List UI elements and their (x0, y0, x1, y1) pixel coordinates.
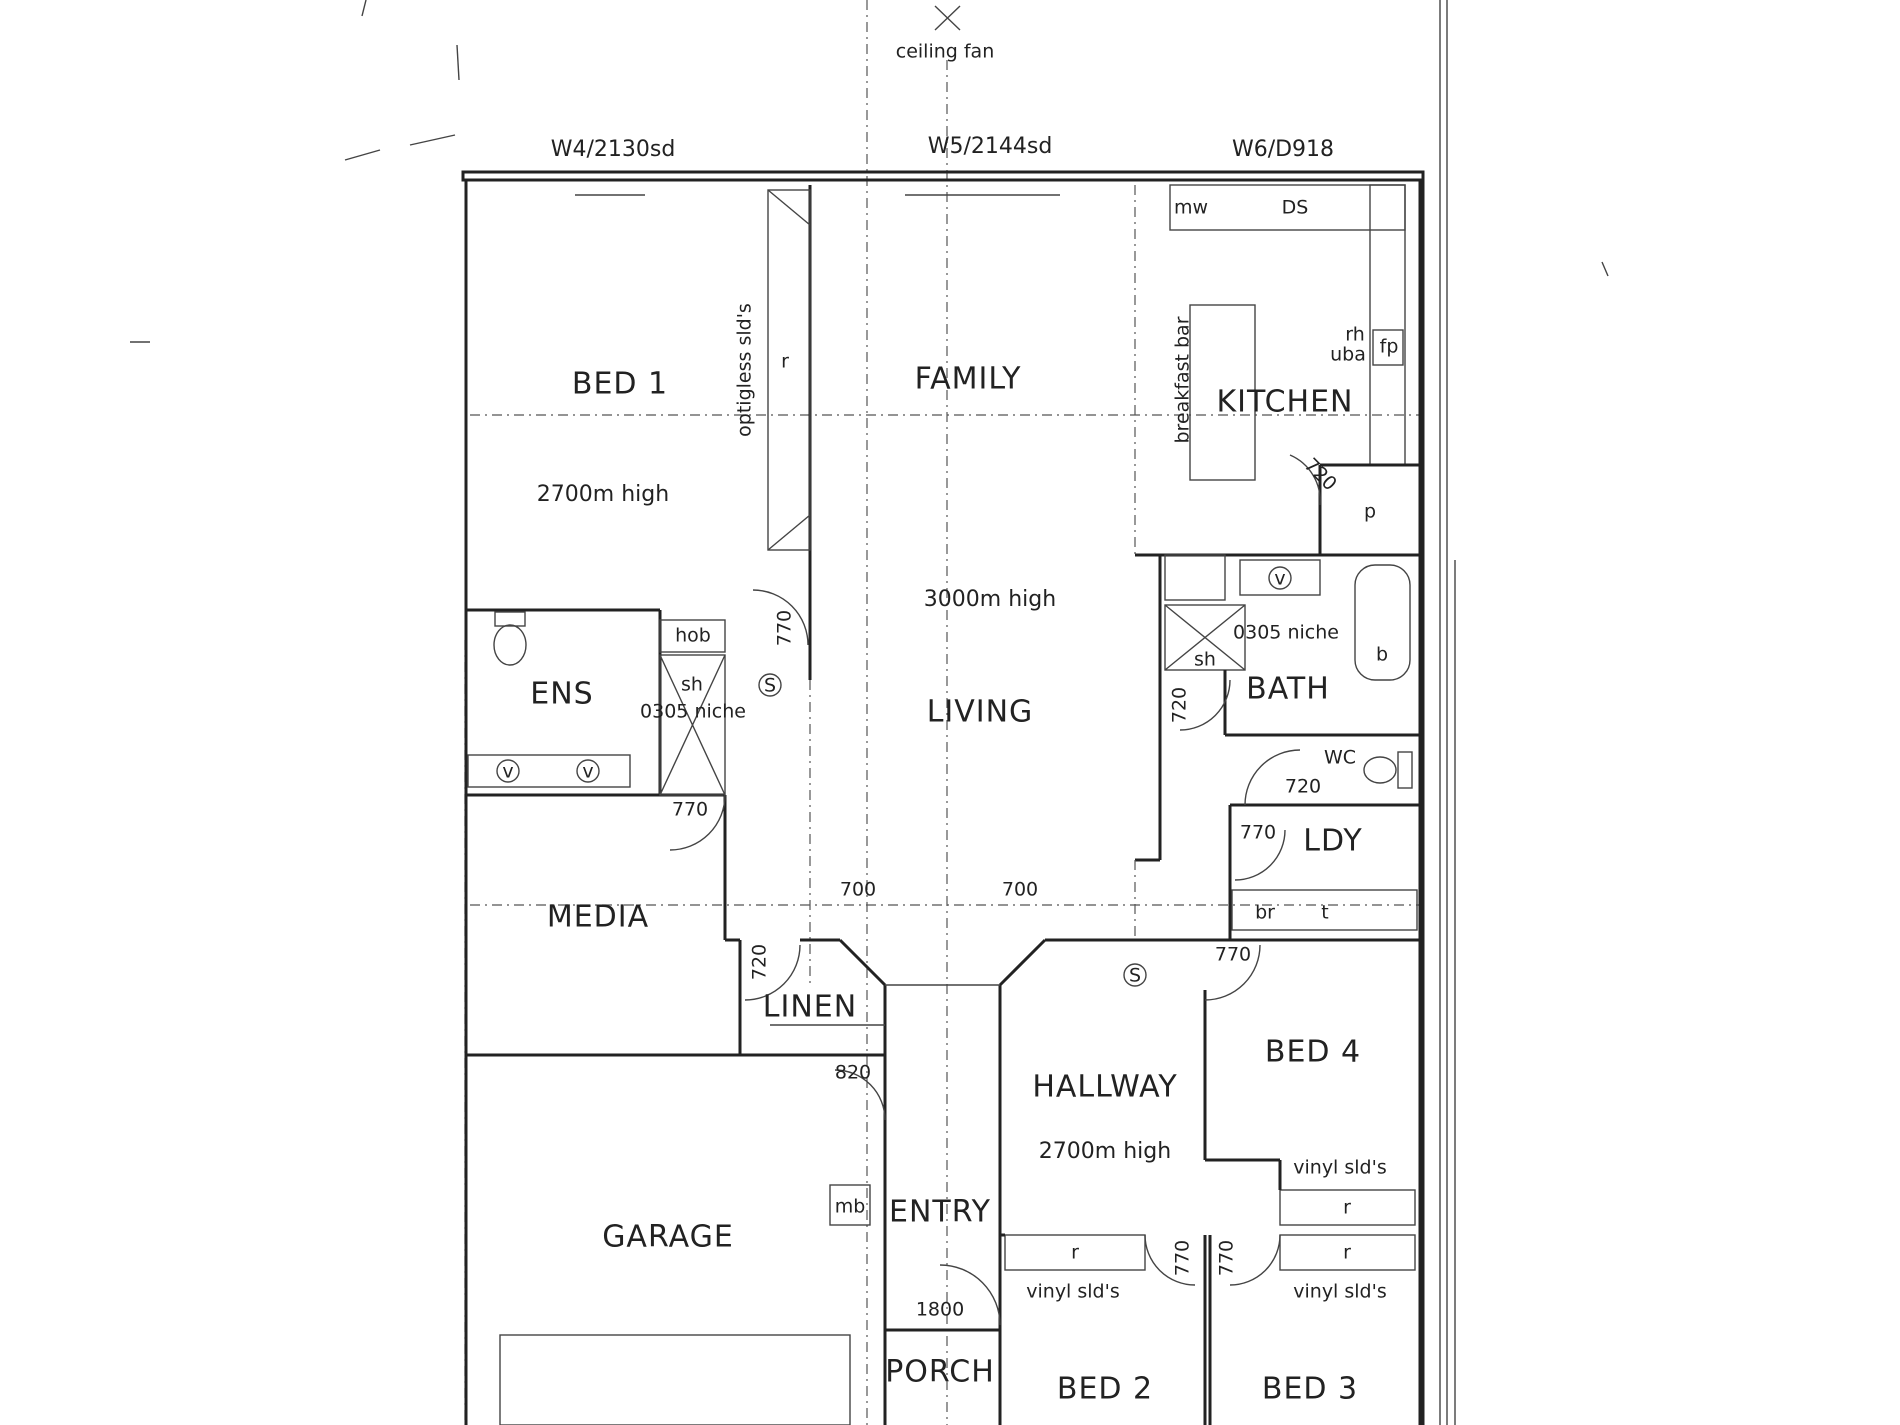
door-720-kitchen: 720 (1300, 454, 1341, 495)
ens-niche-label: 0305 niche (640, 701, 746, 723)
microwave-label: mw (1174, 197, 1208, 219)
room-porch: PORCH (885, 1355, 995, 1390)
room-media: MEDIA (547, 900, 649, 935)
smoke-detector-1: S (764, 675, 776, 697)
room-garage: GARAGE (602, 1220, 734, 1255)
living-ceiling-height: 3000m high (924, 587, 1056, 612)
door-770-bed1: 770 (774, 610, 796, 646)
smoke-detector-2: S (1129, 965, 1141, 987)
room-linen: LINEN (763, 990, 857, 1025)
room-wc: WC (1324, 747, 1356, 769)
vanity-basin-1: v (502, 761, 513, 783)
bath-tub-label: b (1376, 644, 1388, 666)
meter-box-label: mb (835, 1196, 866, 1218)
door-swings (669, 454, 1321, 1326)
bed4-vinyl-slds: vinyl sld's (1293, 1157, 1387, 1179)
ens-shower-label: sh (681, 674, 703, 696)
fridge-label: fp (1380, 336, 1399, 358)
window-w6-label: W6/D918 (1232, 137, 1334, 162)
door-720-linen: 720 (749, 944, 771, 980)
room-entry: ENTRY (889, 1195, 991, 1230)
bed1-robe-label: r (781, 351, 789, 373)
room-bed4: BED 4 (1265, 1035, 1361, 1070)
optigless-label: optigless sld's (734, 303, 756, 437)
door-770-ens: 770 (672, 799, 708, 821)
door-700-a: 700 (840, 879, 876, 901)
vanity-basin-2: v (582, 761, 593, 783)
door-720-wc: 720 (1285, 776, 1321, 798)
ceiling-fan-icon (934, 5, 961, 31)
door-770-bed2: 770 (1172, 1240, 1194, 1276)
interior-walls (466, 184, 1420, 1425)
window-w5-label: W5/2144sd (928, 134, 1053, 159)
bath-niche-label: 0305 niche (1233, 622, 1339, 644)
room-ldy: LDY (1303, 824, 1363, 859)
bed3-vinyl-slds: vinyl sld's (1293, 1281, 1387, 1303)
laundry-tub-label: t (1321, 902, 1328, 924)
door-700-b: 700 (1002, 879, 1038, 901)
oven-label: uba (1330, 344, 1366, 366)
door-1800: 1800 (916, 1299, 964, 1321)
room-kitchen: KITCHEN (1217, 385, 1354, 420)
pantry-label: p (1364, 501, 1376, 523)
hob-label: hob (675, 625, 711, 647)
construction-lines (130, 0, 1609, 1425)
room-hallway: HALLWAY (1032, 1070, 1177, 1105)
door-820: 820 (835, 1062, 871, 1084)
room-bed1: BED 1 (572, 367, 668, 402)
bed4-robe-label: r (1343, 1197, 1351, 1219)
hallway-ceiling-height: 2700m high (1039, 1139, 1171, 1164)
dishwasher-label: DS (1282, 197, 1309, 219)
bed2-robe-label: r (1071, 1242, 1079, 1264)
ceiling-fan-label: ceiling fan (896, 41, 995, 63)
door-770-bed3: 770 (1216, 1240, 1238, 1276)
bed2-vinyl-slds: vinyl sld's (1026, 1281, 1120, 1303)
bath-vanity-basin: v (1274, 568, 1285, 590)
room-bed3: BED 3 (1262, 1372, 1358, 1407)
breakfast-bar-label: breakfast bar (1172, 316, 1194, 443)
rangehood-label: rh (1345, 324, 1365, 346)
exterior-walls (461, 170, 1425, 1425)
room-family: FAMILY (915, 362, 1022, 397)
room-bath: BATH (1246, 672, 1330, 707)
fixture-icons (496, 566, 1292, 1226)
room-living: LIVING (927, 695, 1034, 730)
laundry-br-label: br (1255, 902, 1275, 924)
room-bed2: BED 2 (1057, 1372, 1153, 1407)
bed1-ceiling-height: 2700m high (537, 482, 669, 507)
window-w4-label: W4/2130sd (551, 137, 676, 162)
door-770-bed4: 770 (1215, 944, 1251, 966)
door-770-ldy: 770 (1240, 822, 1276, 844)
room-ens: ENS (530, 677, 593, 712)
bed3-robe-label: r (1343, 1242, 1351, 1264)
bath-shower-label: sh (1194, 649, 1216, 671)
door-720-bath: 720 (1169, 687, 1191, 723)
